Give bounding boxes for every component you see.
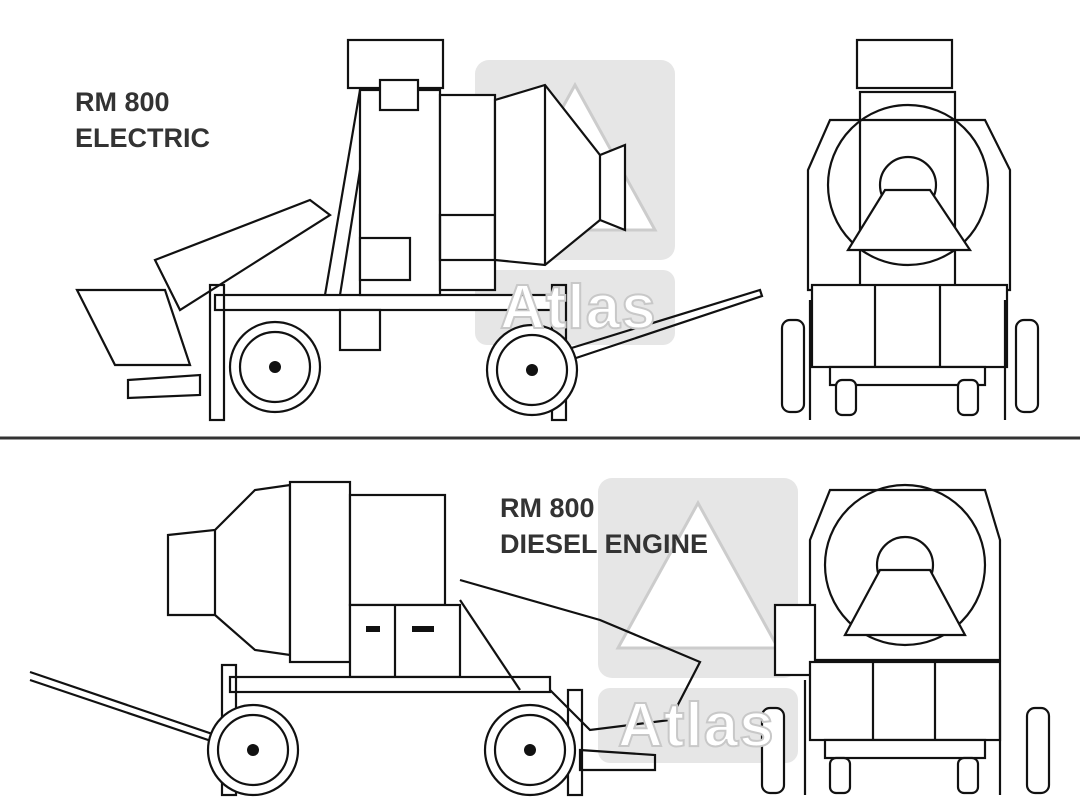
- electric-model-name: RM 800: [75, 87, 170, 117]
- diesel-model-label: RM 800 DIESEL ENGINE: [500, 490, 708, 562]
- diesel-model-name: RM 800: [500, 493, 595, 523]
- watermark-text-bottom: Atlas: [617, 690, 775, 761]
- diesel-front-view: [760, 483, 1051, 795]
- electric-model-label: RM 800 ELECTRIC: [75, 84, 210, 156]
- watermark-text-top: Atlas: [499, 272, 657, 343]
- electric-side-view: [75, 38, 764, 422]
- watermark-logo-bottom: [598, 478, 798, 763]
- diesel-side-view: [29, 480, 702, 797]
- electric-front-view: [780, 38, 1040, 420]
- diesel-model-type: DIESEL ENGINE: [500, 529, 709, 559]
- electric-model-type: ELECTRIC: [75, 123, 210, 153]
